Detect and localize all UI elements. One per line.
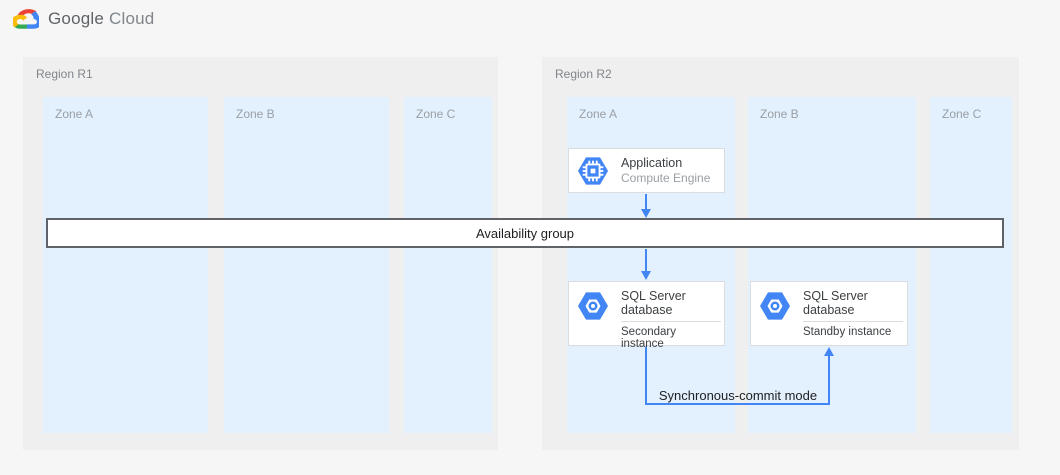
- region-r1-label: Region R1: [36, 67, 93, 81]
- card-divider: [803, 321, 903, 322]
- sql-standby-card: SQL Server database Standby instance: [750, 281, 908, 346]
- google-cloud-logo-icon: [13, 9, 39, 29]
- compute-engine-icon: [578, 156, 608, 185]
- r2-zone-b: Zone B: [748, 97, 916, 433]
- sync-commit-mode-label: Synchronous-commit mode: [658, 388, 818, 403]
- r1-zone-a: Zone A: [43, 97, 208, 433]
- application-card: Application Compute Engine: [568, 148, 725, 193]
- r1-zone-b-label: Zone B: [236, 107, 275, 121]
- r1-zone-c: Zone C: [404, 97, 492, 433]
- r2-zone-a-label: Zone A: [579, 107, 618, 121]
- r1-zone-a-label: Zone A: [55, 107, 94, 121]
- application-card-subtitle: Compute Engine: [621, 170, 711, 185]
- r2-zone-b-label: Zone B: [760, 107, 799, 121]
- sql-secondary-title: SQL Server database: [621, 289, 686, 317]
- card-divider: [621, 321, 721, 322]
- region-r2-label: Region R2: [555, 67, 612, 81]
- logo-text-google: Google: [48, 9, 105, 28]
- r1-zone-b: Zone B: [224, 97, 389, 433]
- application-card-title: Application: [621, 155, 683, 170]
- sql-standby-title: SQL Server database: [803, 289, 868, 317]
- google-cloud-logo: Google Cloud: [13, 9, 154, 29]
- region-r1: Region R1 Zone A Zone B Zone C: [23, 57, 498, 450]
- r1-zone-c-label: Zone C: [416, 107, 456, 121]
- logo-text-cloud: Cloud: [109, 9, 155, 28]
- cloud-sql-icon: [578, 292, 608, 320]
- r2-zone-c-label: Zone C: [942, 107, 982, 121]
- sql-secondary-card: SQL Server database Secondary instance: [568, 281, 725, 350]
- sql-standby-instance-label: Standby instance: [803, 326, 892, 338]
- r2-zone-c: Zone C: [930, 97, 1012, 433]
- availability-group-label: Availability group: [475, 225, 575, 241]
- cloud-sql-icon: [760, 292, 790, 320]
- sql-secondary-instance-label: Secondary instance: [621, 326, 676, 350]
- availability-group-bar: Availability group: [46, 218, 1004, 248]
